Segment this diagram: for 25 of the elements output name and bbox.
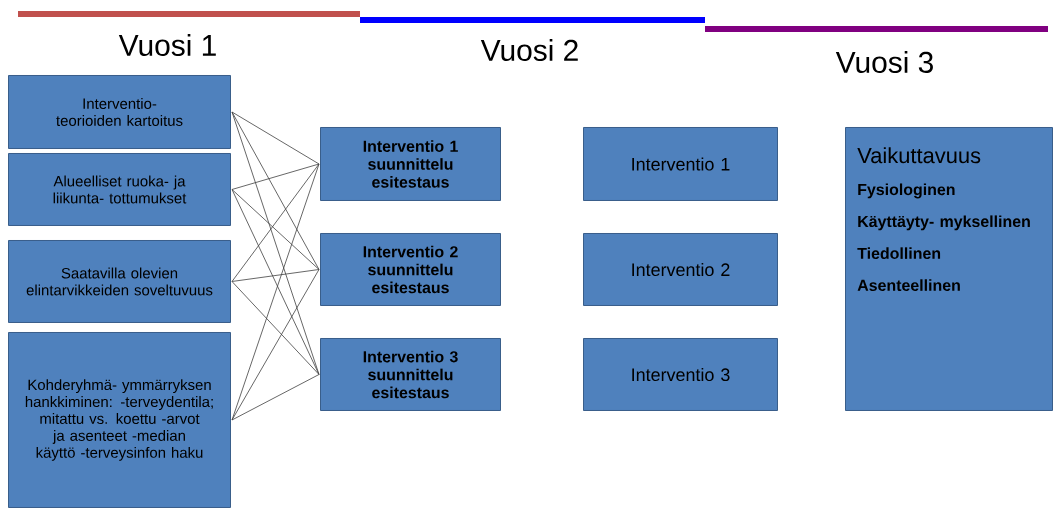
intervention-box: Interventio 2 (583, 233, 778, 306)
connector-line (231, 189, 320, 270)
design-box: Interventio 2 suunnittelu esitestaus (320, 233, 501, 306)
connector-line (231, 163, 320, 421)
research-box: Interventio- teorioiden kartoitus (8, 75, 231, 149)
year-label: Vuosi 3 (835, 51, 933, 73)
connector-line (231, 163, 320, 190)
connector-line (231, 269, 320, 421)
outcome-box: Vaikuttavuus Fysiologinen Käyttäyty- myksellinen Tiedollinen Asenteellinen (845, 127, 1053, 411)
connector-line (231, 281, 320, 375)
connector-line (231, 189, 320, 375)
year-label: Vuosi 2 (480, 39, 578, 61)
intervention-box: Interventio 3 (583, 338, 778, 411)
design-box: Interventio 3 suunnittelu esitestaus (320, 338, 501, 411)
intervention-box: Interventio 1 (583, 127, 778, 201)
research-box: Kohderyhmä- ymmärryksen hankkiminen: -terveydentila; mitattu vs. koettu -arvot ja asenteet -median käyttö -terveysinfon haku (8, 332, 231, 508)
research-box: Saatavilla olevien elintarvikkeiden soveltuvuus (8, 240, 231, 323)
research-box: Alueelliset ruoka- ja liikunta- tottumukset (8, 153, 231, 226)
connector-line (231, 374, 320, 421)
connector-line (231, 269, 320, 282)
connector-line (231, 111, 320, 270)
connector-line (231, 163, 320, 282)
connector-line (231, 111, 320, 165)
connector-line (231, 111, 320, 375)
design-box: Interventio 1 suunnittelu esitestaus (320, 127, 501, 201)
